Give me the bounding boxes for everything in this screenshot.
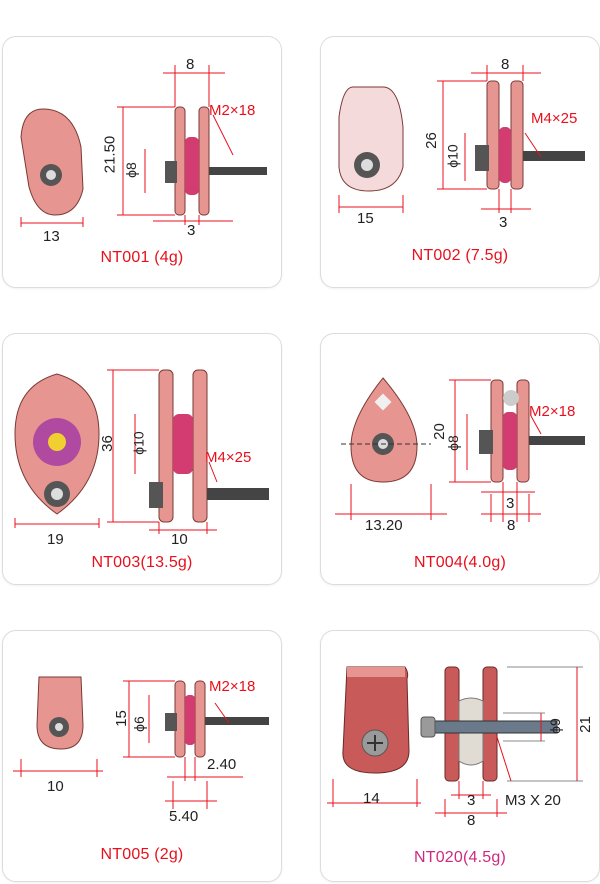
nt004-bolt	[529, 436, 585, 445]
nt020-dim-height: 21	[576, 716, 594, 733]
nt004-nut-side	[479, 430, 493, 454]
nt003-dim-width: 19	[47, 531, 64, 548]
nt001-dim-bottom: 3	[187, 222, 196, 239]
nt005-dim-height: 15	[112, 710, 130, 727]
nt002-dim-height: 26	[422, 132, 440, 149]
nt004-front-plate	[350, 377, 418, 483]
nt003-nut-side	[149, 482, 163, 508]
nt001-nut-side	[165, 161, 177, 183]
nt005-drawing	[13, 676, 269, 809]
part-card-nt002: 15 8 3 26 ϕ10 M4×25 NT002 (7.5g)	[320, 36, 600, 288]
nt020-dim-b2: 8	[467, 812, 476, 829]
nt001-bolt	[209, 167, 267, 175]
nt001-dim-dia: ϕ8	[122, 162, 139, 178]
nt003-bolt	[207, 488, 269, 500]
nt002-wheel	[499, 127, 511, 183]
nt020-dim-b1: 3	[467, 792, 476, 809]
part-card-nt004: 13.20 3 8 20 ϕ8 M2×18 NT004(4.0g)	[320, 333, 600, 585]
nt005-dim-bolt: M2×18	[209, 678, 256, 695]
nt005-dim-b1: 2.40	[207, 756, 237, 773]
nt004-dim-b1: 3	[506, 495, 515, 512]
nt005-dim-width: 10	[47, 778, 64, 795]
nt005-nut-side	[165, 713, 177, 731]
nt005-bolt	[205, 717, 269, 725]
nt004-drawing	[335, 377, 585, 522]
nt020-dim-dia: ϕ9	[546, 718, 563, 734]
nt002-dim-top: 8	[501, 56, 510, 73]
nt020-caption: NT020(4.5g)	[413, 849, 507, 866]
nt001-dim-top: 8	[186, 56, 195, 73]
nt005-dim-b2: 5.40	[169, 808, 199, 825]
nt001-caption: NT001 (4g)	[100, 249, 184, 266]
nt003-wheel	[173, 414, 193, 474]
part-card-nt005: 10 2.40 5.40 15 ϕ6 M2×18 NT005 (2g)	[2, 630, 282, 882]
nt003-dim-bottom: 10	[171, 531, 188, 548]
nt005-front-plate	[36, 676, 84, 750]
nt002-dim-width: 15	[357, 210, 374, 227]
part-card-nt020: 14 3 8 21 ϕ9 M3 X 20 NT020(4.5g)	[320, 630, 600, 882]
nt003-side-plate-right	[192, 369, 208, 523]
nt020-shaft	[430, 720, 558, 734]
nt001-front-plate	[20, 108, 84, 216]
nt004-dim-dia: ϕ8	[444, 435, 461, 451]
nt001-wheel	[185, 137, 199, 195]
nt002-nut-side	[475, 145, 489, 171]
nt001-drawing	[20, 65, 267, 227]
nt004-dim-width: 13.20	[365, 517, 403, 534]
nt005-wheel	[185, 695, 195, 745]
nt003-drawing	[14, 369, 269, 534]
nt002-dim-bolt: M4×25	[531, 110, 578, 127]
nt004-dim-b2: 8	[507, 517, 516, 534]
nt003-caption: NT003(13.5g)	[91, 554, 193, 571]
nt003-dim-dia: ϕ10	[130, 431, 147, 455]
nt004-wheel	[503, 412, 517, 470]
nt001-side-plate-right	[198, 106, 210, 216]
nt003-dim-bolt: M4×25	[205, 449, 252, 466]
nt004-side-plate-right	[516, 379, 530, 483]
nt001-dim-bolt: M2×18	[209, 102, 256, 119]
nt002-drawing	[338, 65, 585, 213]
nt005-dim-dia: ϕ6	[130, 716, 147, 732]
part-card-nt003: 19 10 36 ϕ10 M4×25 NT003(13.5g)	[2, 333, 282, 585]
nt005-caption: NT005 (2g)	[100, 846, 184, 863]
nt001-dim-height: 21.50	[101, 135, 119, 174]
nt002-dim-dia: ϕ10	[444, 144, 461, 168]
part-card-nt001: 13 8 3 21.50 ϕ8 M2×18 NT001 (4g)	[2, 36, 282, 288]
nt003-dim-height: 36	[98, 435, 116, 452]
nt002-dim-bottom: 3	[499, 214, 508, 231]
nt002-caption: NT002 (7.5g)	[411, 247, 509, 264]
nt020-dim-bolt: M3 X 20	[505, 792, 561, 809]
nt002-side-plate-right	[510, 80, 524, 190]
nt020-dim-width: 14	[363, 790, 380, 807]
nt004-caption: NT004(4.0g)	[413, 554, 507, 571]
nt005-side-plate-right	[194, 680, 206, 758]
nt020-drawing	[327, 666, 583, 817]
nt002-bolt	[523, 151, 585, 161]
nt002-side-plate-left	[486, 80, 500, 190]
nt020-front-plate	[342, 666, 410, 774]
nt004-dim-bolt: M2×18	[529, 403, 576, 420]
nt001-dim-width: 13	[43, 228, 60, 245]
